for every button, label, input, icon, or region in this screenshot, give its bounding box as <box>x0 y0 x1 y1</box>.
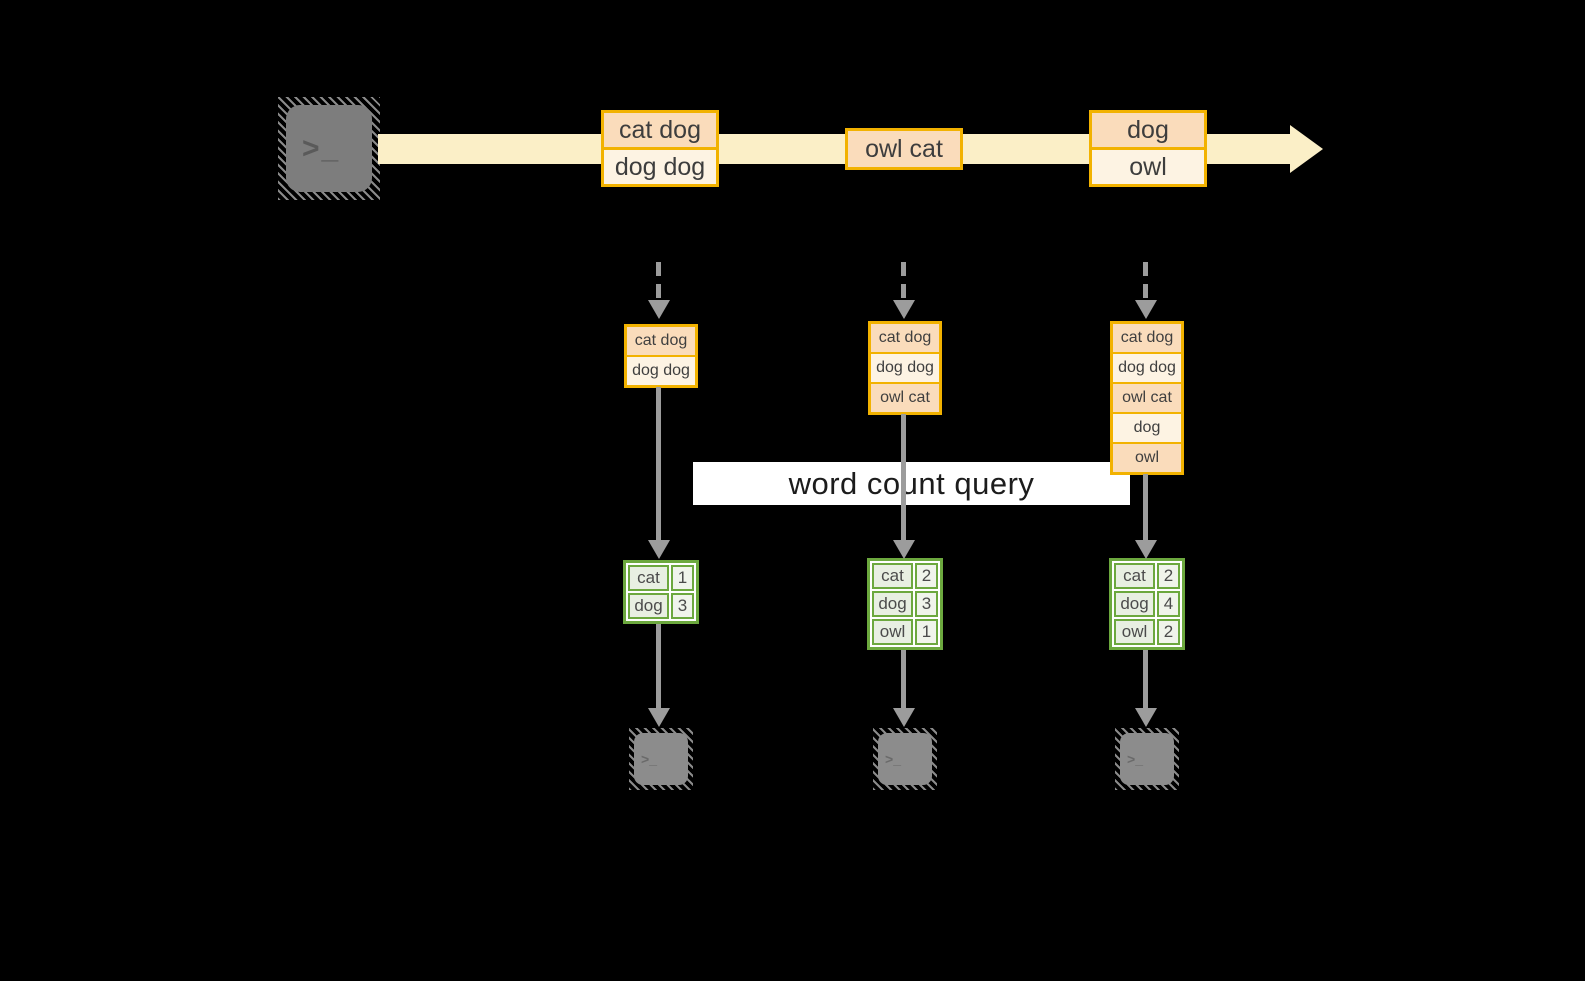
consumer-terminal-icon-2: >_ <box>873 728 937 790</box>
batch-row: dog <box>1092 113 1204 147</box>
result-cell-word: cat <box>1114 563 1155 589</box>
state-row: dog dog <box>871 352 939 382</box>
result-cell-count: 3 <box>915 591 938 617</box>
result-cell-count: 1 <box>671 565 694 591</box>
terminal-prompt-icon: >_ <box>1127 751 1143 767</box>
output-arrow-line-1 <box>656 624 661 708</box>
dashed-arrow-line-1 <box>656 262 661 300</box>
terminal-prompt-icon: >_ <box>302 131 341 165</box>
result-table-1: cat 1 dog 3 <box>623 560 699 624</box>
output-arrow-line-2 <box>901 650 906 708</box>
query-arrow-line-1 <box>656 387 661 540</box>
state-row: owl cat <box>871 382 939 412</box>
state-box-2: cat dog dog dog owl cat <box>868 321 942 415</box>
state-row: cat dog <box>1113 324 1181 352</box>
result-cell-word: owl <box>1114 619 1155 645</box>
query-arrow-head-icon-3 <box>1135 540 1157 559</box>
result-cell-word: dog <box>1114 591 1155 617</box>
terminal-icon-body: >_ <box>286 105 372 192</box>
state-row: dog dog <box>1113 352 1181 382</box>
query-arrow-line-2 <box>901 414 906 540</box>
dashed-arrow-line-3 <box>1143 262 1148 300</box>
output-arrow-head-icon-1 <box>648 708 670 727</box>
state-row: cat dog <box>871 324 939 352</box>
result-table-3: cat 2 dog 4 owl 2 <box>1109 558 1185 650</box>
result-cell-count: 2 <box>1157 619 1180 645</box>
dashed-arrow-head-icon-2 <box>893 300 915 319</box>
batch-row: dog dog <box>604 147 716 184</box>
result-cell-count: 2 <box>915 563 938 589</box>
stream-batch-box-1: cat dog dog dog <box>601 110 719 187</box>
terminal-prompt-icon: >_ <box>885 751 901 767</box>
output-arrow-head-icon-2 <box>893 708 915 727</box>
stream-arrow-head-icon <box>1290 125 1323 173</box>
query-arrow-line-3 <box>1143 474 1148 540</box>
result-cell-count: 4 <box>1157 591 1180 617</box>
terminal-icon-body: >_ <box>878 733 932 785</box>
terminal-icon-body: >_ <box>1120 733 1174 785</box>
batch-row: owl cat <box>848 131 960 167</box>
result-cell-word: owl <box>872 619 913 645</box>
consumer-terminal-icon-3: >_ <box>1115 728 1179 790</box>
source-terminal-icon: >_ <box>278 97 380 200</box>
result-cell-count: 3 <box>671 593 694 619</box>
terminal-icon-body: >_ <box>634 733 688 785</box>
result-cell-word: cat <box>872 563 913 589</box>
result-cell-count: 2 <box>1157 563 1180 589</box>
output-arrow-head-icon-3 <box>1135 708 1157 727</box>
dashed-arrow-head-icon-1 <box>648 300 670 319</box>
state-box-3: cat dog dog dog owl cat dog owl <box>1110 321 1184 475</box>
stream-batch-box-3: dog owl <box>1089 110 1207 187</box>
batch-row: cat dog <box>604 113 716 147</box>
stream-batch-box-2: owl cat <box>845 128 963 170</box>
result-cell-word: cat <box>628 565 669 591</box>
state-box-1: cat dog dog dog <box>624 324 698 388</box>
state-row: cat dog <box>627 327 695 355</box>
state-row: dog dog <box>627 355 695 385</box>
result-cell-word: dog <box>872 591 913 617</box>
query-label: word count query <box>788 465 1035 501</box>
dashed-arrow-head-icon-3 <box>1135 300 1157 319</box>
output-arrow-line-3 <box>1143 650 1148 708</box>
query-arrow-head-icon-1 <box>648 540 670 559</box>
consumer-terminal-icon-1: >_ <box>629 728 693 790</box>
batch-row: owl <box>1092 147 1204 184</box>
state-row: owl <box>1113 442 1181 472</box>
dashed-arrow-line-2 <box>901 262 906 300</box>
state-row: dog <box>1113 412 1181 442</box>
terminal-prompt-icon: >_ <box>641 751 657 767</box>
result-table-2: cat 2 dog 3 owl 1 <box>867 558 943 650</box>
query-arrow-head-icon-2 <box>893 540 915 559</box>
state-row: owl cat <box>1113 382 1181 412</box>
result-cell-word: dog <box>628 593 669 619</box>
result-cell-count: 1 <box>915 619 938 645</box>
query-band: word count query <box>693 462 1130 505</box>
